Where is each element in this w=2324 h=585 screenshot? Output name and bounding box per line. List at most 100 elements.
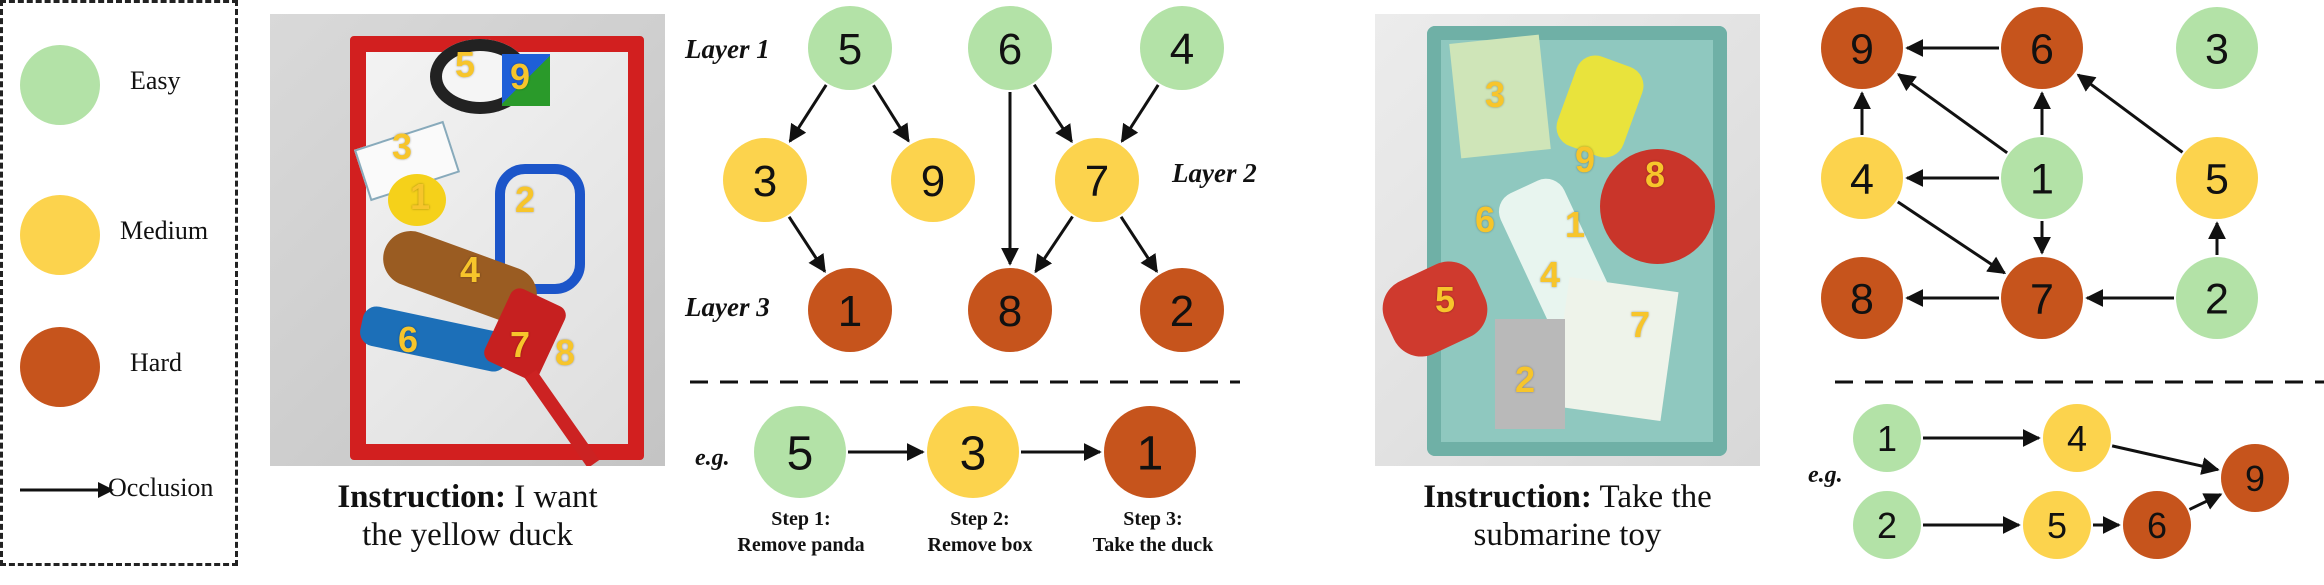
left-caption-bold: Instruction: <box>337 479 507 515</box>
svg-text:9: 9 <box>2245 458 2265 499</box>
right-node-2: 2 <box>2176 257 2258 339</box>
red-hat <box>1600 149 1715 264</box>
svg-text:1: 1 <box>1877 418 1897 459</box>
left-photo-label-3: 3 <box>392 126 413 167</box>
left-caption-line2: the yellow duck <box>362 517 573 553</box>
left-photo-label-4: 4 <box>460 249 481 290</box>
left-node-3: 3 <box>723 138 807 222</box>
left-node-8: 8 <box>968 268 1052 352</box>
left-eg-label: e.g. <box>695 445 730 471</box>
svg-text:1: 1 <box>1137 427 1164 480</box>
seq-node-5: 5 <box>754 406 846 498</box>
left-photo-label-9: 9 <box>510 56 531 97</box>
edge-6-to-7 <box>1032 83 1073 144</box>
legend-box: Easy Medium Hard Occlusion <box>0 0 238 566</box>
left-caption-line1: I want <box>506 479 598 515</box>
left-photo-label-1: 1 <box>410 176 431 217</box>
right-node-9: 9 <box>1821 7 1903 89</box>
svg-text:1: 1 <box>2030 156 2054 204</box>
legend-easy-swatch <box>20 45 100 125</box>
svg-text:3: 3 <box>2205 26 2229 74</box>
left-node-7: 7 <box>1055 138 1139 222</box>
step-2-action: Remove box <box>927 534 1033 556</box>
right-photo-label-2: 2 <box>1515 359 1536 400</box>
right-node-8: 8 <box>1821 257 1903 339</box>
svg-text:3: 3 <box>960 427 987 480</box>
seq-node-1: 1 <box>1104 406 1196 498</box>
right-node-7: 7 <box>2001 257 2083 339</box>
rseq-edge-6-9 <box>2188 493 2223 511</box>
legend-hard-label: Hard <box>130 348 182 377</box>
svg-text:9: 9 <box>1850 26 1874 74</box>
left-node-9: 9 <box>891 138 975 222</box>
step-3-action: Take the duck <box>1092 534 1214 556</box>
svg-text:4: 4 <box>1850 156 1874 204</box>
rseq-edge-4-9 <box>2111 444 2220 475</box>
legend-occlusion-label: Occlusion <box>108 473 214 502</box>
svg-text:2: 2 <box>1170 287 1194 336</box>
svg-text:8: 8 <box>1850 276 1874 324</box>
svg-text:8: 8 <box>998 287 1022 336</box>
svg-text:7: 7 <box>1085 157 1109 206</box>
right-photo-label-3: 3 <box>1485 74 1506 115</box>
blue-sunglasses <box>495 164 585 294</box>
left-node-5: 5 <box>808 6 892 90</box>
svg-text:5: 5 <box>787 427 814 480</box>
right-caption-bold: Instruction: <box>1423 479 1592 515</box>
step-1-title: Step 1: <box>771 508 831 530</box>
left-step-3-label: Step 3: Take the duck <box>1063 506 1243 558</box>
legend-easy-label: Easy <box>130 66 181 95</box>
left-node-6: 6 <box>968 6 1052 90</box>
left-photo-label-2: 2 <box>515 179 536 220</box>
right-node-3: 3 <box>2176 7 2258 89</box>
rseq-a-node-4: 4 <box>2043 404 2111 472</box>
right-photo-label-9: 9 <box>1575 139 1596 180</box>
left-step-2-label: Step 2: Remove box <box>890 506 1070 558</box>
right-instruction-caption: Instruction: Take the submarine toy <box>1375 478 1760 554</box>
right-photo-label-4: 4 <box>1540 254 1561 295</box>
edge-5-to-3 <box>788 84 828 143</box>
left-photo-label-6: 6 <box>398 319 419 360</box>
svg-text:5: 5 <box>838 25 862 74</box>
left-scene-photo: 5 9 3 1 2 4 6 7 8 <box>270 14 665 466</box>
svg-text:7: 7 <box>2030 276 2054 324</box>
legend-medium-label: Medium <box>120 216 209 245</box>
svg-text:2: 2 <box>2205 276 2229 324</box>
right-photo-label-1: 1 <box>1565 204 1586 245</box>
rseq-b-node-2: 2 <box>1853 491 1921 559</box>
edge-5-to-9 <box>872 84 910 143</box>
left-photo-label-5: 5 <box>455 44 476 85</box>
svg-text:3: 3 <box>753 157 777 206</box>
step-3-title: Step 3: <box>1123 508 1183 530</box>
right-node-4: 4 <box>1821 137 1903 219</box>
right-node-6: 6 <box>2001 7 2083 89</box>
left-photo-label-7: 7 <box>510 324 531 365</box>
gray-box <box>1495 319 1565 429</box>
step-1-action: Remove panda <box>737 534 865 556</box>
right-photo-label-6: 6 <box>1475 199 1496 240</box>
right-caption-line2: submarine toy <box>1473 517 1662 553</box>
svg-text:2: 2 <box>1877 505 1897 546</box>
rubiks-cube <box>502 54 550 106</box>
rseq-a-node-1: 1 <box>1853 404 1921 472</box>
svg-text:9: 9 <box>921 157 945 206</box>
right-caption-line1: Take the <box>1591 479 1712 515</box>
right-photo-label-8: 8 <box>1645 154 1666 195</box>
legend-occlusion-arrow <box>20 482 114 498</box>
r-edge-4-to-7 <box>1896 200 2007 275</box>
left-step-1-label: Step 1: Remove panda <box>711 506 891 558</box>
layer-1-label: Layer 1 <box>685 34 770 64</box>
svg-text:1: 1 <box>838 287 862 336</box>
rseq-a-node-9: 9 <box>2221 444 2289 512</box>
edge-7-to-2 <box>1119 216 1159 274</box>
right-eg-label: e.g. <box>1808 462 1843 488</box>
svg-text:6: 6 <box>998 25 1022 74</box>
layer-2-label: Layer 2 <box>1172 158 1257 188</box>
edge-7-to-8 <box>1034 215 1074 274</box>
edge-4-to-7 <box>1120 84 1160 143</box>
svg-text:4: 4 <box>2067 418 2087 459</box>
left-node-4: 4 <box>1140 6 1224 90</box>
yellow-duck <box>388 174 446 226</box>
right-photo-label-5: 5 <box>1435 279 1456 320</box>
